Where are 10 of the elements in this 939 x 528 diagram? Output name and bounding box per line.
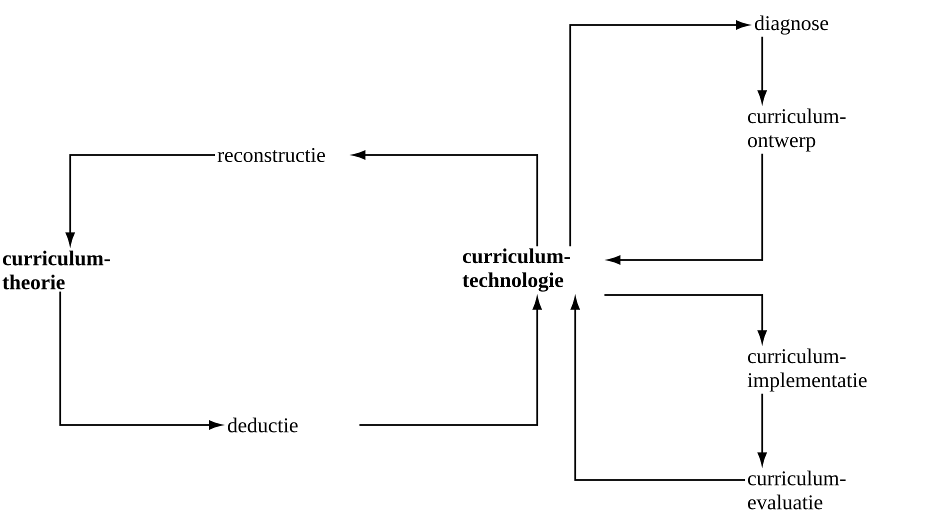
step-label: deductie <box>228 418 298 432</box>
bold-label: curriculum- technologie <box>462 248 570 292</box>
step-label: diagnose <box>754 15 828 35</box>
step-label: reconstructie <box>218 148 325 162</box>
arrow <box>352 150 538 246</box>
bold-label: curriculum- theorie <box>2 250 110 290</box>
step-label: curriculum- implementatie <box>748 348 867 392</box>
step-label: curriculum- evaluatie <box>748 470 846 510</box>
arrow <box>608 154 764 264</box>
step-label: curriculum- ontwerp <box>748 108 846 152</box>
